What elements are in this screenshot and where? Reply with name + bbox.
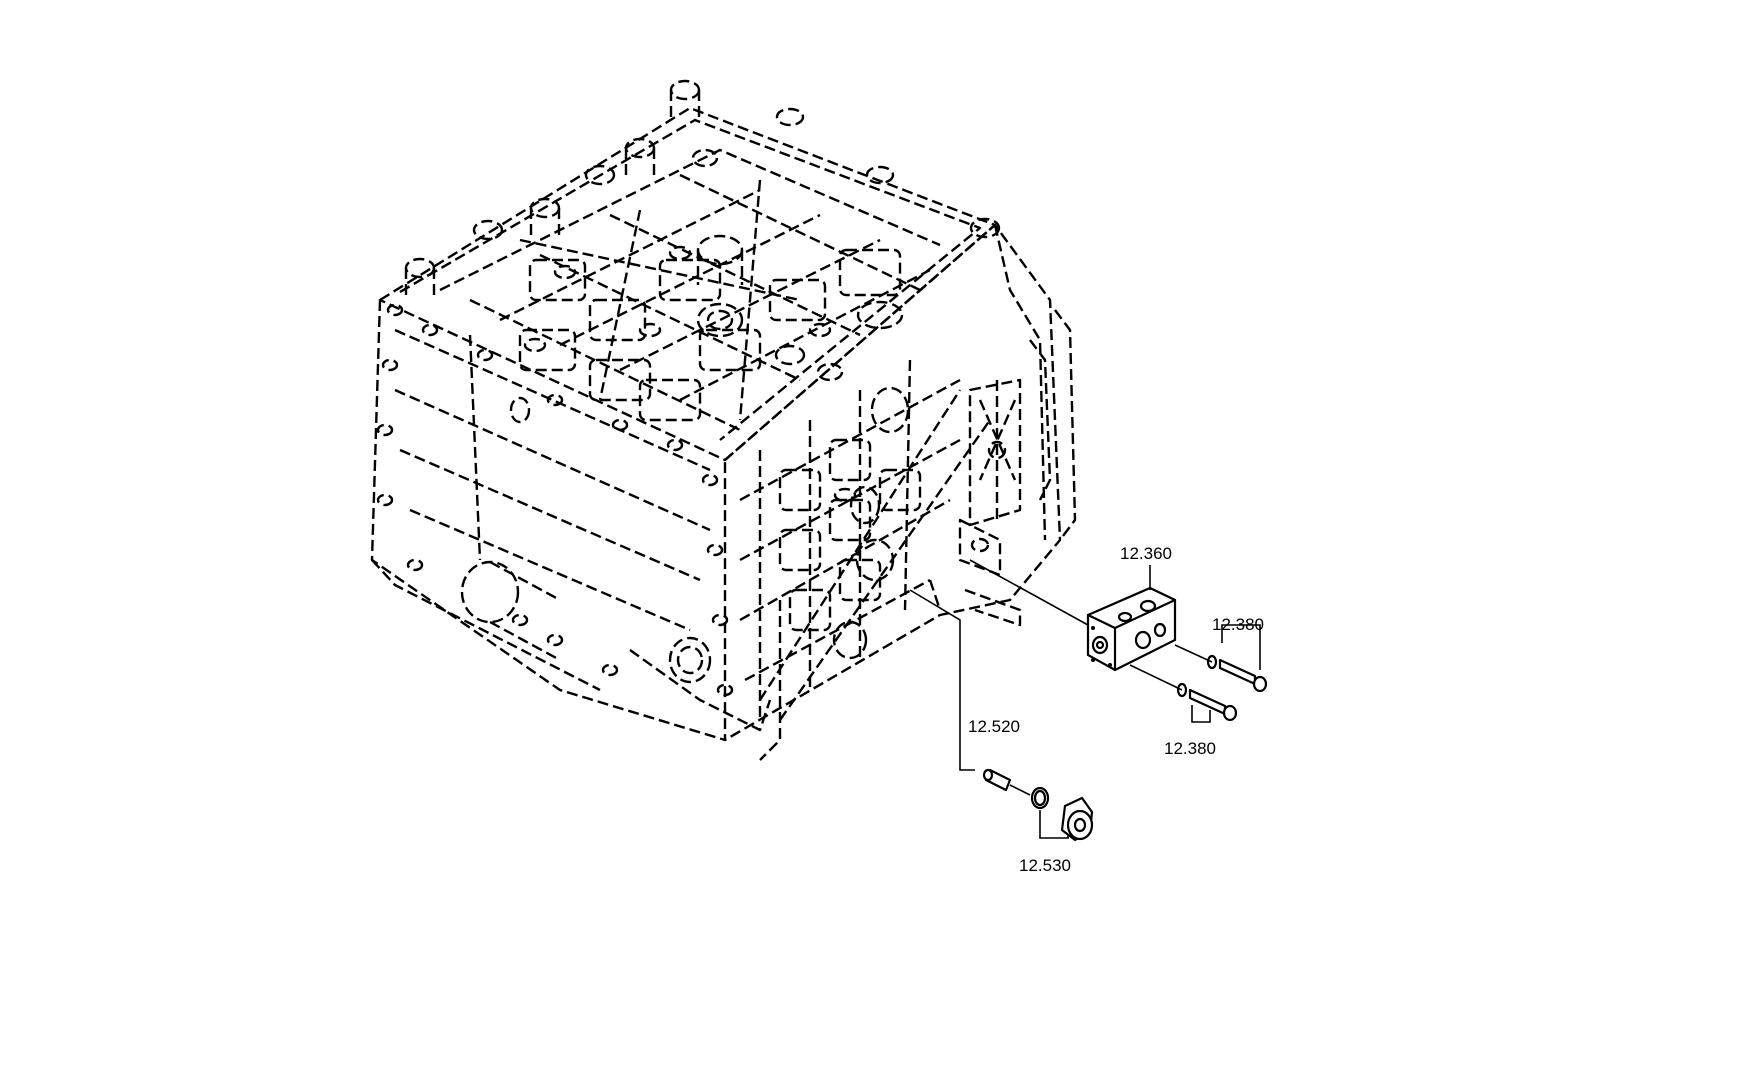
housing-right-details [739, 309, 1077, 761]
leader-lines [909, 559, 1261, 839]
housing-left-bottom [371, 559, 601, 692]
label-12-380-lower: 12.380 [1164, 739, 1216, 758]
bolt-part-lower [1176, 682, 1238, 722]
label-12-380-upper: 12.380 [1212, 615, 1264, 634]
housing-left-details [376, 303, 772, 732]
label-12-520: 12.520 [968, 717, 1020, 736]
housing-left-face [370, 299, 727, 742]
housing-side-cover [968, 378, 1022, 527]
transmission-housing [370, 79, 1077, 761]
housing-top-flange [399, 118, 982, 441]
plug-part [1030, 786, 1094, 842]
label-12-530: 12.530 [1019, 856, 1071, 875]
valve-block-part [1086, 586, 1177, 672]
housing-top-ribs [439, 148, 941, 432]
part-labels: 12.360 12.380 12.380 12.520 12.530 [968, 544, 1264, 875]
housing-right-flange [993, 224, 1047, 541]
housing-top-bosses [404, 79, 1001, 382]
label-12-360: 12.360 [1120, 544, 1172, 563]
housing-mounting-pad [958, 518, 1002, 577]
bolt-part-upper [1206, 654, 1268, 693]
pin-part [982, 768, 1012, 792]
